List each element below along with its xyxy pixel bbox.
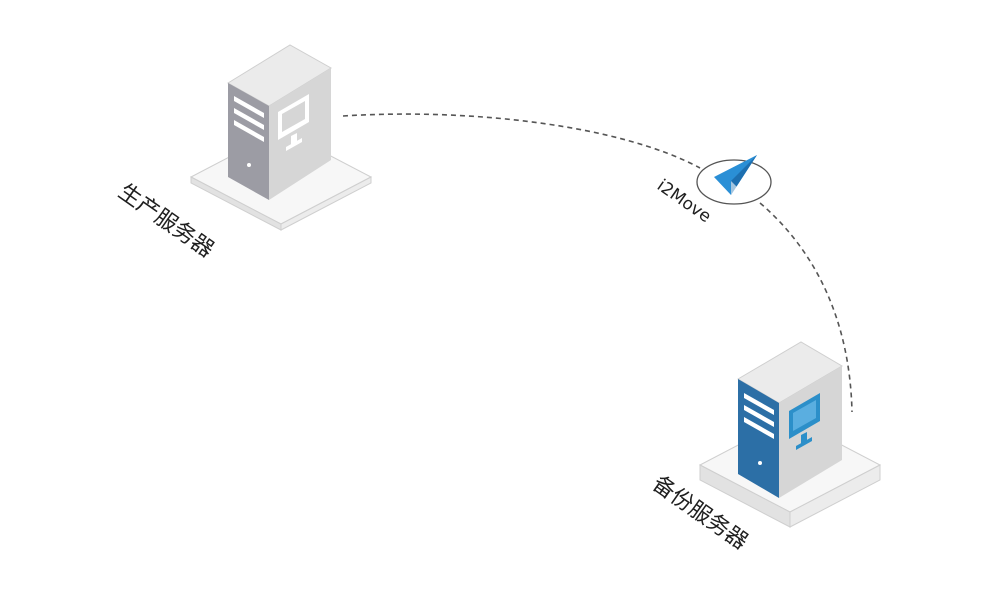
vent-icon [744,393,774,439]
replication-link [759,202,853,413]
backup-server: 备份服务器 [648,341,882,555]
i2move-connector: i2Move [653,155,772,227]
replication-link [342,113,701,169]
vent-icon [234,96,264,142]
monitor-icon [789,393,820,450]
production-server-label: 生产服务器 [114,179,218,263]
paper-plane-icon [714,155,757,195]
production-server: 生产服务器 [114,44,373,263]
monitor-icon [278,94,309,151]
